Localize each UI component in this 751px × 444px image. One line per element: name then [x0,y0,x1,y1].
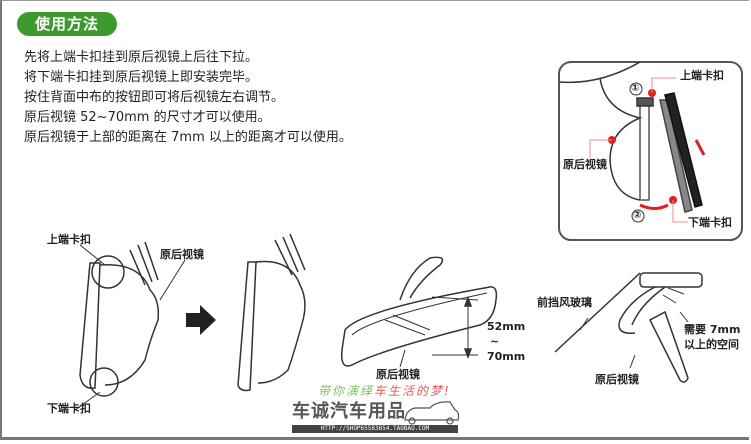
diagram-size [340,256,498,368]
size-separator: ~ [490,335,500,348]
clearance-label-line2: 以上的空间 [684,338,739,351]
instruction-step: 将下端卡扣挂到原后视镜上即安装完毕。 [24,70,259,85]
arrow-icon [186,305,216,335]
section-title: 使用方法 [17,12,117,36]
inset-mirror-label: 原后视镜 [563,158,607,171]
bottom-clip-label: 下端卡扣 [47,402,91,415]
watermark-brand: 车诚汽车用品 [292,401,406,422]
step2-marker: ② [633,210,642,221]
instruction-list: 先将上端卡扣挂到原后视镜上后往下拉。 将下端卡扣挂到原后视镜上即安装完毕。 按住… [24,48,352,148]
inset-diagram [558,61,743,241]
instruction-step: 先将上端卡扣挂到原后视镜上后往下拉。 [24,50,259,65]
clearance-label-line1: 需要 7mm [684,323,741,336]
size-bottom-label: 70mm [487,350,526,363]
diagram-before [74,241,186,411]
inset-bottom-clip-label: 下端卡扣 [688,216,732,229]
step1-marker: ① [631,83,640,94]
slogan-part-b: 车生活的梦! [374,384,451,398]
slogan-part-a: 带你演绎 [318,384,375,398]
windshield-label: 前挡风玻璃 [537,296,592,309]
watermark-slogan: 带你演绎车生活的梦! [318,384,451,398]
size-top-label: 52mm [487,320,526,333]
diagram-after [237,233,306,392]
instruction-step: 原后视镜 52~70mm 的尺寸才可以使用。 [24,110,271,125]
inset-top-clip-label: 上端卡扣 [680,69,724,82]
mirror-label: 原后视镜 [376,368,420,381]
instruction-step: 原后视镜于上部的距离在 7mm 以上的距离才可以使用。 [24,130,352,145]
top-clip-label: 上端卡扣 [47,233,91,246]
instruction-step: 按住背面中布的按钮即可将后视镜左右调节。 [24,90,285,105]
watermark-url: HTTP://SHOP65583854.TAOBAO.COM [292,425,458,433]
mirror-label: 原后视镜 [160,248,204,261]
diagram-clearance [554,272,703,383]
mirror-label: 原后视镜 [595,373,639,386]
